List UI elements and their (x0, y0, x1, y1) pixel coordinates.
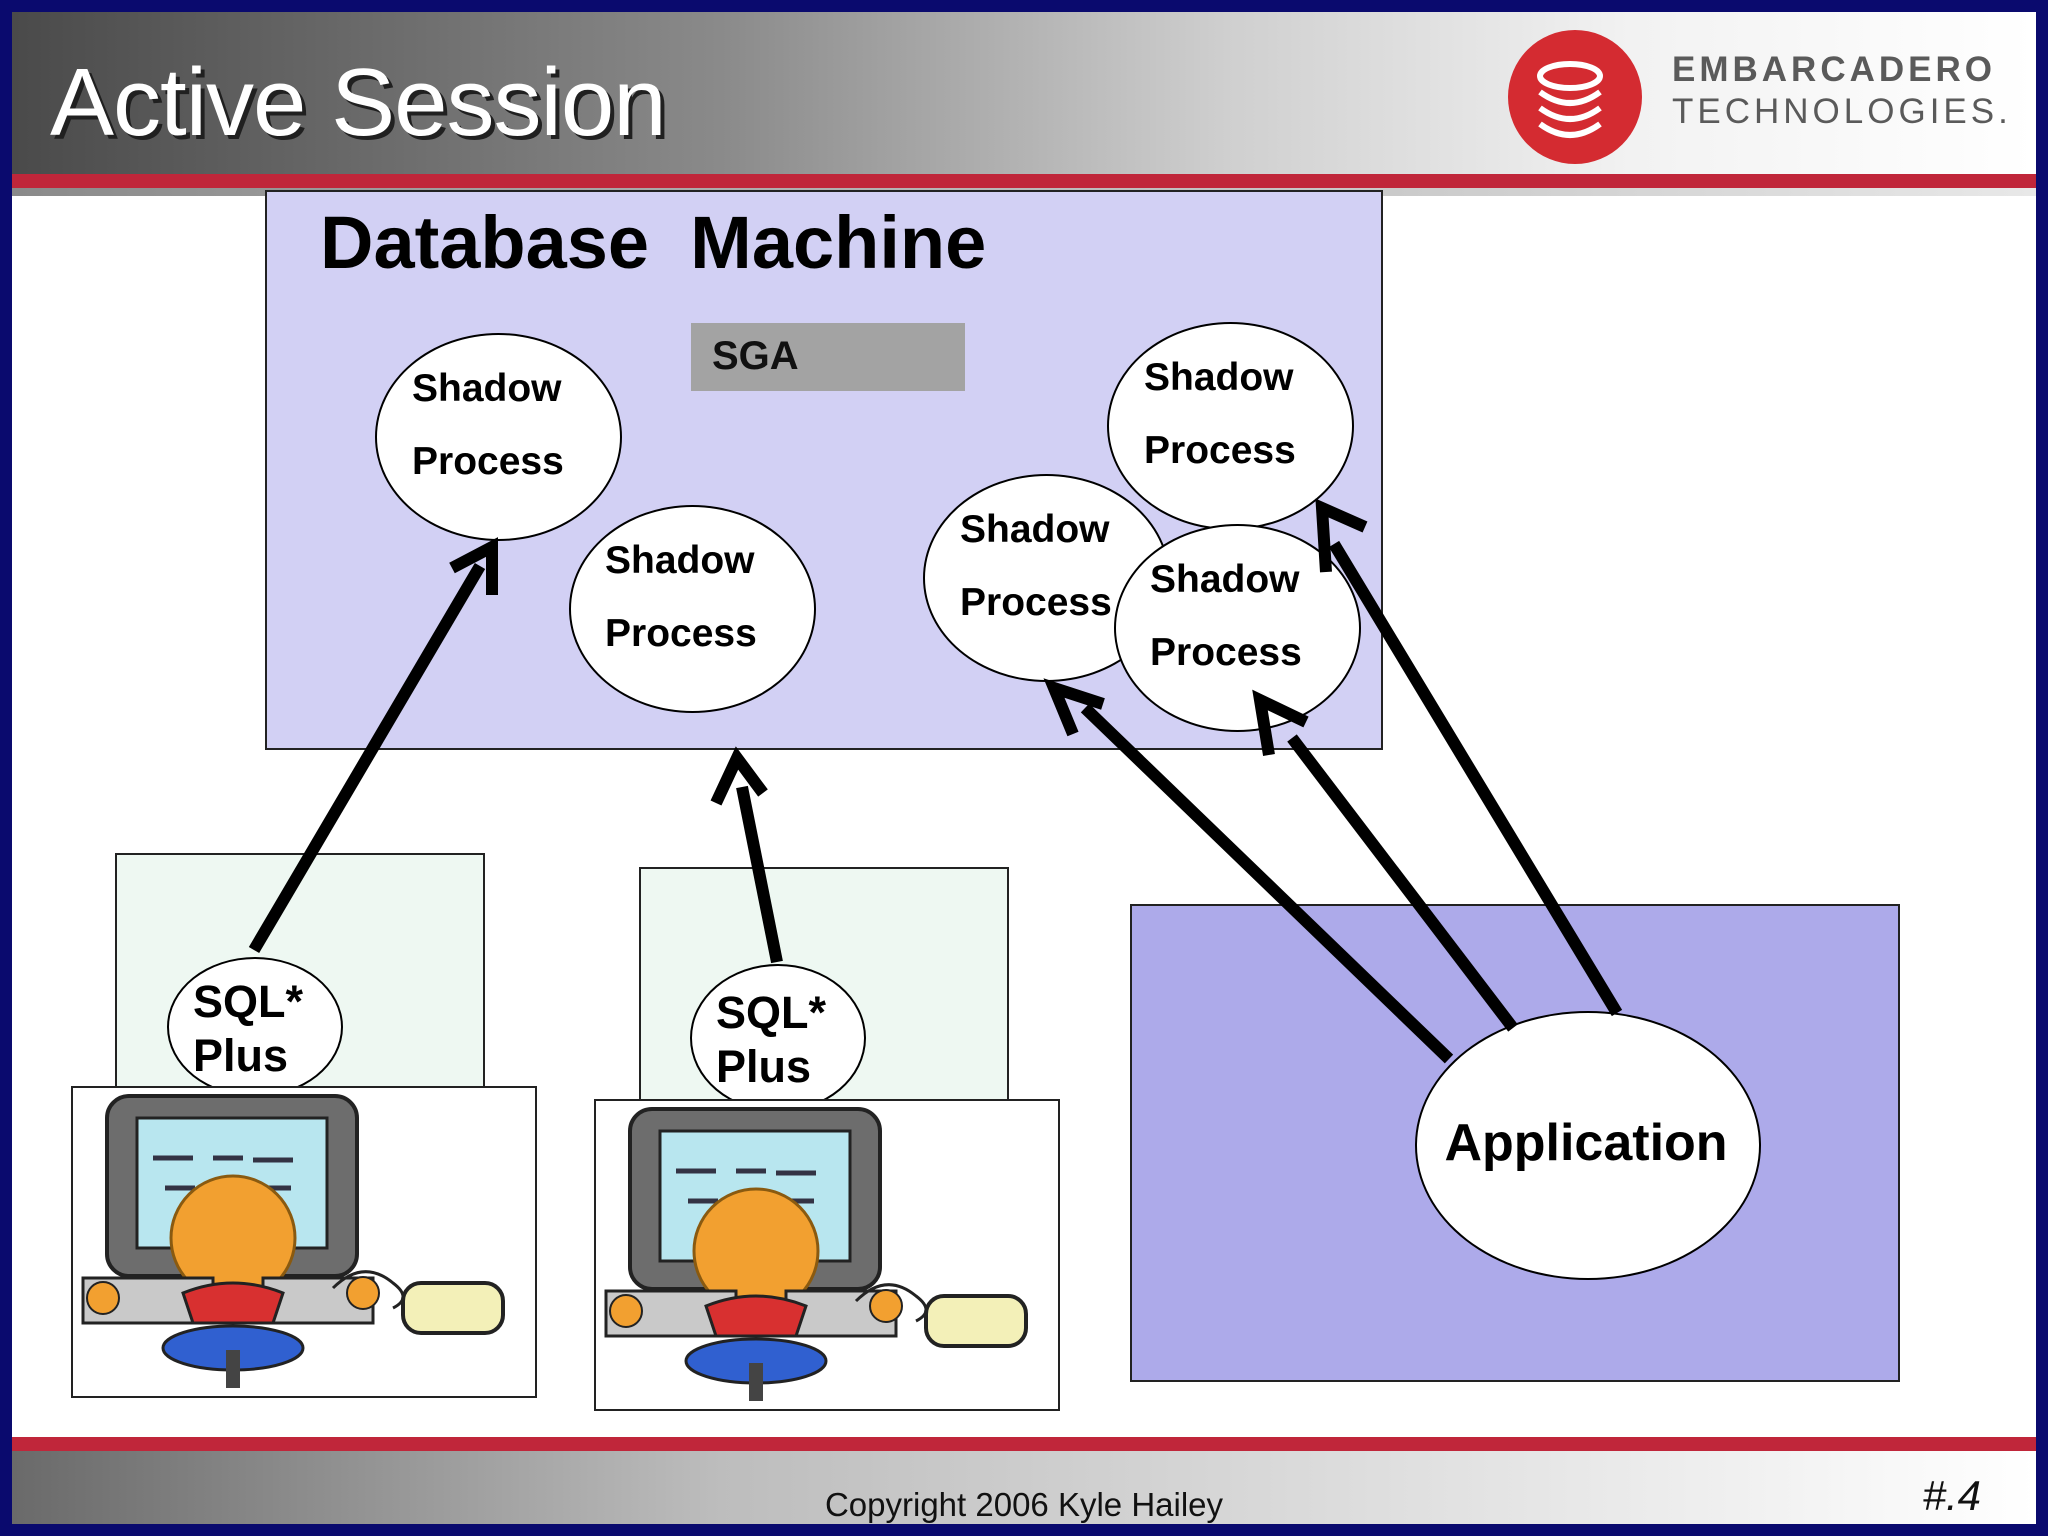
arrow-sqlplus2-to-db (710, 746, 783, 964)
page-number: #.4 (1922, 1472, 1981, 1519)
sqlplus-line1: SQL* (193, 976, 304, 1027)
logo-wordmark-line2: TECHNOLOGIES. (1672, 92, 2012, 131)
header-band (12, 12, 2036, 174)
database-machine-title: Database Machine (320, 201, 987, 284)
shadow-process-line1: Shadow (412, 367, 562, 410)
shadow-process-line2: Process (605, 612, 757, 655)
embarcadero-logo-icon (1508, 30, 1642, 164)
sqlplus-line1: SQL* (716, 987, 827, 1038)
slide-title: Active Session (50, 49, 667, 156)
shadow-process-line1: Shadow (960, 508, 1110, 551)
shadow-process-line2: Process (1144, 429, 1296, 472)
user-at-computer-image-1 (71, 1086, 537, 1398)
sqlplus-2-label: SQL*Plus (716, 986, 826, 1094)
shadow-process-line2: Process (1150, 631, 1302, 674)
shadow-process-1 (375, 333, 622, 541)
logo-wordmark-line1: EMBARCADERO (1672, 50, 1996, 89)
shadow-process-line2: Process (412, 440, 564, 483)
shadow-process-line1: Shadow (605, 539, 755, 582)
arrow-app-to-shadow4 (1315, 498, 1623, 1017)
arrow-sqlplus1-to-shadow1 (248, 537, 498, 954)
application-label: Application (1444, 1114, 1728, 1172)
shadow-process-line2: Process (960, 581, 1112, 624)
arrow-app-to-shadow5 (1252, 689, 1518, 1032)
footer-band (12, 1451, 2036, 1524)
copyright-text: Copyright 2006 Kyle Hailey (824, 1486, 1224, 1523)
shadow-process-4 (1107, 322, 1354, 530)
sqlplus-1-label: SQL*Plus (193, 975, 303, 1083)
sga-label: SGA (712, 334, 799, 378)
shadow-process-line1: Shadow (1150, 558, 1300, 601)
arrow-app-to-shadow3 (1043, 678, 1454, 1064)
shadow-process-line1: Shadow (1144, 356, 1294, 399)
application-node (1415, 1011, 1761, 1280)
sqlplus-line2: Plus (193, 1030, 289, 1081)
shadow-process-2 (569, 505, 816, 713)
shadow-process-5 (1114, 524, 1361, 732)
user-at-computer-image-2 (594, 1099, 1060, 1411)
sqlplus-1 (167, 957, 343, 1097)
header-red-rule (12, 174, 2036, 188)
sqlplus-line2: Plus (716, 1041, 812, 1092)
sqlplus-2 (690, 964, 866, 1112)
sga-block (691, 323, 965, 391)
footer-red-rule (12, 1437, 2036, 1451)
